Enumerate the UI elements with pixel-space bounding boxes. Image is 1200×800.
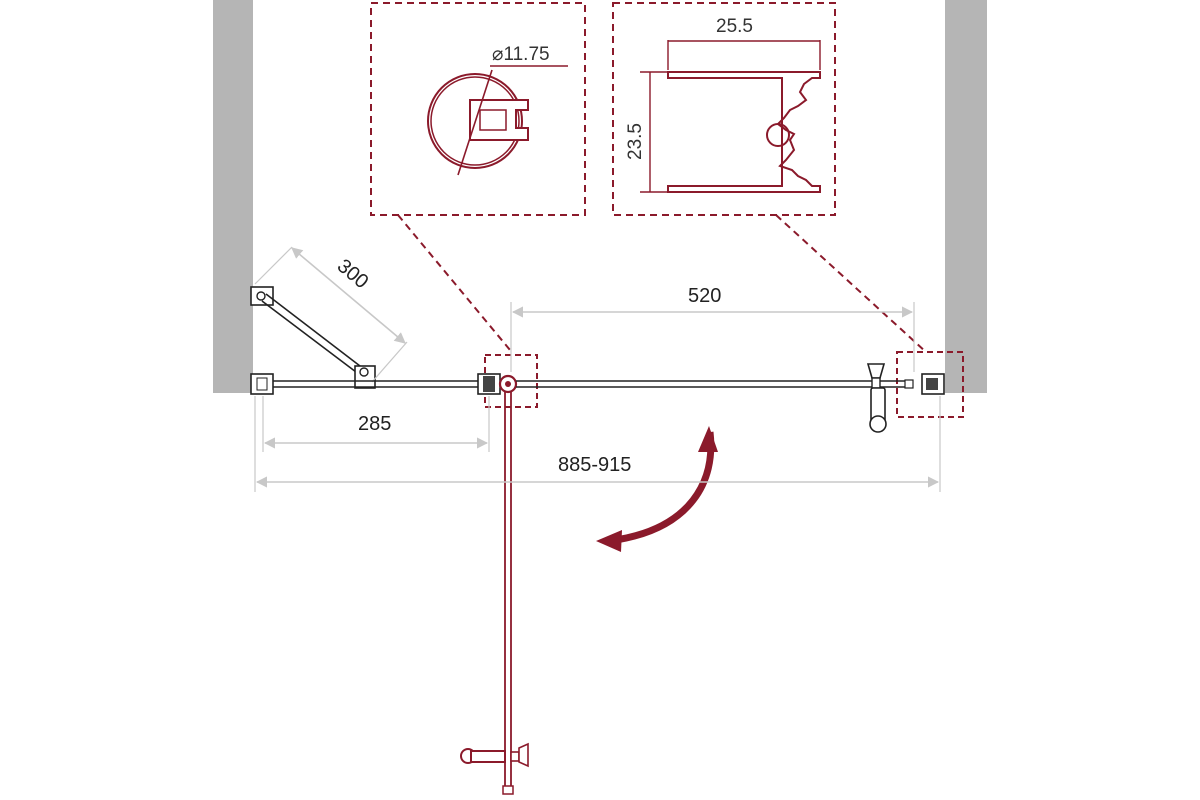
fixed-panel-width-label: 285 [358,413,391,435]
hinge-leader [397,214,511,351]
arrow-head-top [698,426,718,452]
door-width-dimension: 520 [510,285,915,372]
hinge-detail: ⌀11.75 [370,2,586,216]
fixed-panel-dimension: 285 [262,396,490,452]
profile-leader [775,214,927,353]
hinge [477,373,518,395]
door-handle [866,363,887,433]
profile-depth-label: 23.5 [625,123,646,160]
curved-arrow-icon [615,431,715,544]
wall-profile [904,373,945,395]
arrow-head-bottom [596,530,622,552]
door-width-label: 520 [688,285,721,307]
total-width-dimension: 885-915 [254,396,941,492]
profile-detail: 25.5 23.5 [612,2,836,216]
stabilizer-dim-line [291,247,406,344]
fixed-glass-panel [250,373,478,395]
hinge-diameter-label: ⌀11.75 [492,44,550,65]
left-wall [213,0,253,393]
profile-width-label: 25.5 [716,16,753,37]
profile-focus-box [896,351,964,418]
right-wall [945,0,987,393]
total-width-label: 885-915 [558,454,631,476]
door-closed [516,380,905,388]
door-open [460,392,529,795]
